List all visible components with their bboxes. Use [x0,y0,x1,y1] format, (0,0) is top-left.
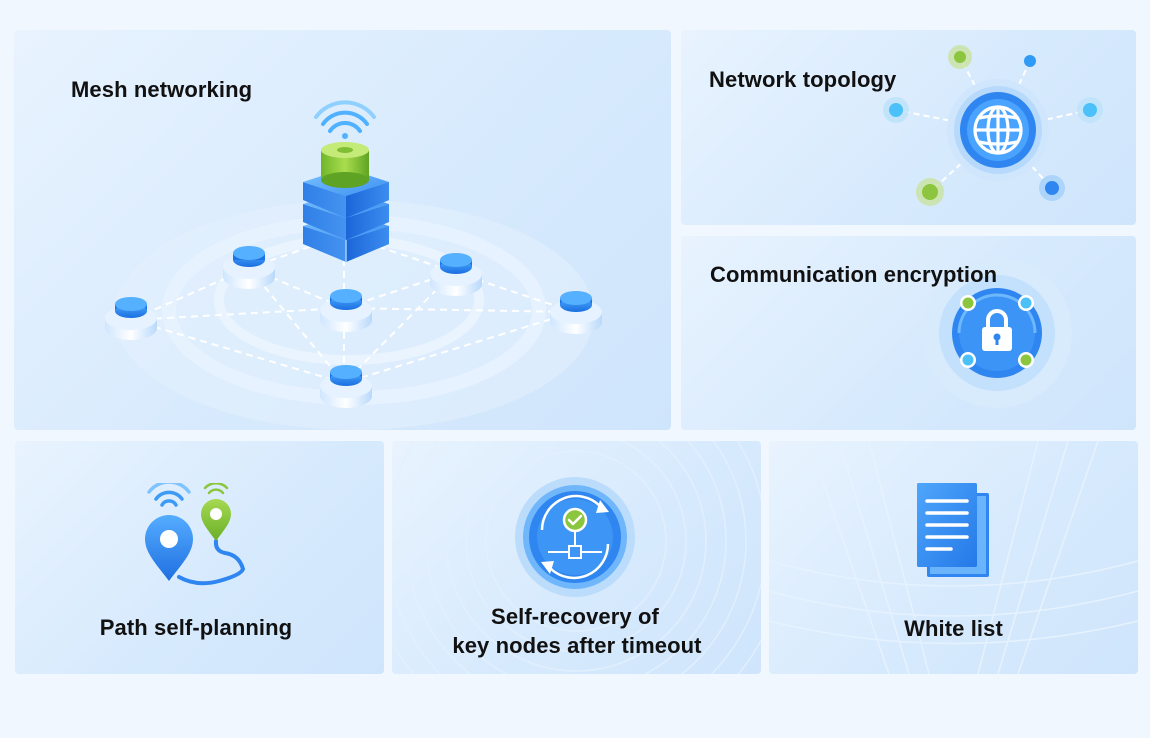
node-disc [320,365,372,408]
document-list-icon [917,483,989,577]
self-recovery-title-line1: Self-recovery of [491,604,659,629]
node-disc [550,291,602,334]
node-disc [320,289,372,332]
white-list-card: White list [769,441,1138,674]
white-list-title: White list [904,616,1003,641]
mesh-networking-card: Mesh networking [14,30,671,430]
globe-icon [883,45,1103,206]
network-topology-card: Network topology [681,30,1136,225]
mesh-networking-title: Mesh networking [71,77,253,102]
card-background-arcs [392,441,761,674]
self-recovery-card: Self-recovery of key nodes after timeout [392,441,761,674]
mesh-network-illustration [105,100,602,430]
node-disc [223,246,275,289]
path-self-planning-title: Path self-planning [99,615,293,640]
self-recovery-title-line2: key nodes after timeout [452,633,702,658]
network-topology-title: Network topology [709,67,897,92]
node-disc [430,253,482,296]
node-disc [105,297,157,340]
card-background-lines [769,441,1138,674]
path-self-planning-card: Path self-planning [15,441,384,674]
communication-encryption-card: Communication encryption [681,236,1136,430]
server-stack [303,100,389,262]
lock-icon [922,258,1072,408]
location-pin-icon [145,483,246,586]
communication-encryption-title: Communication encryption [710,262,998,287]
recovery-cycle-icon [515,477,635,597]
